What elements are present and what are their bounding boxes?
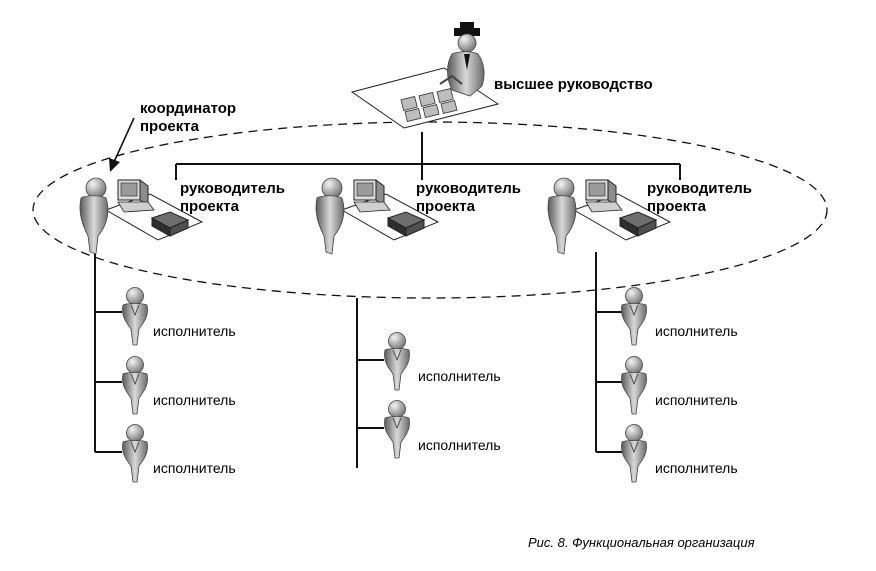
- manager-center-label-line1: руководитель: [416, 180, 521, 197]
- management-boundary-ellipse: [32, 121, 828, 299]
- top-management-label: высшее руководство: [494, 76, 653, 93]
- performer-right-1-icon: [621, 287, 647, 346]
- performer-mid-2-label: исполнитель: [418, 437, 501, 453]
- coordinator-label-line2: проекта: [140, 118, 199, 135]
- manager-right-label-line1: руководитель: [647, 180, 752, 197]
- performer-right-3-icon: [621, 424, 647, 483]
- performer-right-1-label: исполнитель: [655, 323, 738, 339]
- executive-at-desk-icon: [350, 22, 500, 129]
- performer-left-2-icon: [122, 356, 148, 415]
- manager-center-label-line2: проекта: [416, 198, 475, 215]
- performer-left-3-label: исполнитель: [153, 460, 236, 476]
- manager-right-label-line2: проекта: [647, 198, 706, 215]
- performer-left-3-icon: [122, 424, 148, 483]
- performer-mid-2-icon: [384, 400, 410, 459]
- performer-left-1-label: исполнитель: [153, 323, 236, 339]
- manager-left-label-line2: проекта: [180, 198, 239, 215]
- performer-left-1-icon: [122, 287, 148, 346]
- coordinator-arrow: [109, 117, 135, 172]
- coordinator-label-line1: координатор: [140, 100, 237, 117]
- performer-mid-1-label: исполнитель: [418, 368, 501, 384]
- performer-mid-1-icon: [384, 332, 410, 391]
- performer-right-3-label: исполнитель: [655, 460, 738, 476]
- manager-left-label-line1: руководитель: [180, 180, 285, 197]
- performer-right-2-icon: [621, 356, 647, 415]
- figure-caption: Рис. 8. Функциональная организация: [528, 535, 755, 550]
- performer-left-2-label: исполнитель: [153, 392, 236, 408]
- performer-right-2-label: исполнитель: [655, 392, 738, 408]
- hierarchy-connectors: [94, 132, 681, 468]
